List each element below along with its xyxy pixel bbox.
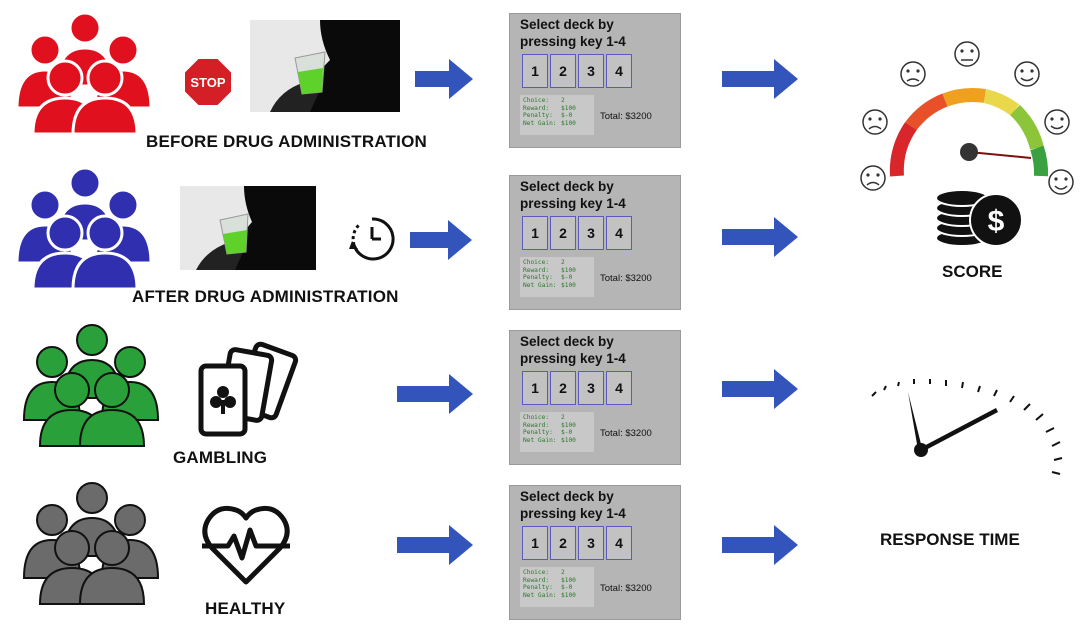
stop-sign-text: STOP xyxy=(190,75,225,90)
deck-key-4[interactable]: 4 xyxy=(606,526,632,560)
arrow-right-icon xyxy=(722,367,798,411)
panel-stats: Choice:2 Reward:$100 Penalty:$-0 Net Gai… xyxy=(520,412,594,452)
group-gray-people-icon xyxy=(12,478,167,606)
panel-stats: Choice:2 Reward:$100 Penalty:$-0 Net Gai… xyxy=(520,567,594,607)
group-label-before-drug: BEFORE DRUG ADMINISTRATION xyxy=(146,132,427,151)
task-panel: Select deck by pressing key 1-4 1 2 3 4 C… xyxy=(509,330,681,465)
panel-total: Total: $3200 xyxy=(600,428,652,439)
arrow-right-icon xyxy=(397,372,473,416)
task-panel: Select deck by pressing key 1-4 1 2 3 4 C… xyxy=(509,13,681,148)
panel-title-line2: pressing key 1-4 xyxy=(520,34,626,49)
deck-key-1[interactable]: 1 xyxy=(522,54,548,88)
arrow-right-icon xyxy=(722,523,798,567)
panel-title-line1: Select deck by xyxy=(520,489,614,504)
deck-key-3[interactable]: 3 xyxy=(578,371,604,405)
arrow-right-icon xyxy=(410,218,472,262)
deck-key-2[interactable]: 2 xyxy=(550,216,576,250)
deck-key-1[interactable]: 1 xyxy=(522,371,548,405)
panel-total: Total: $3200 xyxy=(600,111,652,122)
deck-key-2[interactable]: 2 xyxy=(550,54,576,88)
arrow-right-icon xyxy=(722,57,798,101)
task-panel: Select deck by pressing key 1-4 1 2 3 4 C… xyxy=(509,485,681,620)
panel-title-line2: pressing key 1-4 xyxy=(520,196,626,211)
clock-timer-icon xyxy=(348,215,396,263)
deck-key-3[interactable]: 3 xyxy=(578,216,604,250)
deck-key-3[interactable]: 3 xyxy=(578,526,604,560)
deck-key-1[interactable]: 1 xyxy=(522,526,548,560)
deck-key-1[interactable]: 1 xyxy=(522,216,548,250)
group-label-gambling: GAMBLING xyxy=(173,448,268,467)
heartbeat-icon xyxy=(198,500,294,588)
stop-sign-icon: STOP xyxy=(183,57,233,107)
coins-dollar-icon: $ xyxy=(930,180,1025,250)
deck-key-4[interactable]: 4 xyxy=(606,54,632,88)
panel-title-line1: Select deck by xyxy=(520,334,614,349)
playing-cards-icon xyxy=(193,340,301,440)
group-label-after-drug: AFTER DRUG ADMINISTRATION xyxy=(132,287,399,306)
response-time-label: RESPONSE TIME xyxy=(880,530,1020,549)
arrow-right-icon xyxy=(415,57,473,101)
dollar-symbol: $ xyxy=(988,205,1005,238)
group-green-people-icon xyxy=(12,320,167,448)
panel-stats: Choice:2 Reward:$100 Penalty:$-0 Net Gai… xyxy=(520,95,594,135)
deck-key-3[interactable]: 3 xyxy=(578,54,604,88)
panel-stats: Choice:2 Reward:$100 Penalty:$-0 Net Gai… xyxy=(520,257,594,297)
panel-title-line1: Select deck by xyxy=(520,179,614,194)
arrow-right-icon xyxy=(397,523,473,567)
group-red-people-icon xyxy=(5,8,160,136)
clock-face-icon xyxy=(858,378,1068,478)
deck-key-4[interactable]: 4 xyxy=(606,371,632,405)
group-blue-people-icon xyxy=(5,163,160,291)
panel-title-line2: pressing key 1-4 xyxy=(520,351,626,366)
score-label: SCORE xyxy=(942,262,1003,281)
drinking-photo-after xyxy=(180,186,316,270)
panel-title-line1: Select deck by xyxy=(520,17,614,32)
group-label-healthy: HEALTHY xyxy=(205,599,286,618)
panel-total: Total: $3200 xyxy=(600,583,652,594)
deck-key-2[interactable]: 2 xyxy=(550,526,576,560)
arrow-right-icon xyxy=(722,215,798,259)
deck-key-2[interactable]: 2 xyxy=(550,371,576,405)
panel-title-line2: pressing key 1-4 xyxy=(520,506,626,521)
panel-total: Total: $3200 xyxy=(600,273,652,284)
drinking-photo-before xyxy=(250,20,400,112)
task-panel: Select deck by pressing key 1-4 1 2 3 4 C… xyxy=(509,175,681,310)
deck-key-4[interactable]: 4 xyxy=(606,216,632,250)
score-gauge-icon xyxy=(855,38,1080,198)
